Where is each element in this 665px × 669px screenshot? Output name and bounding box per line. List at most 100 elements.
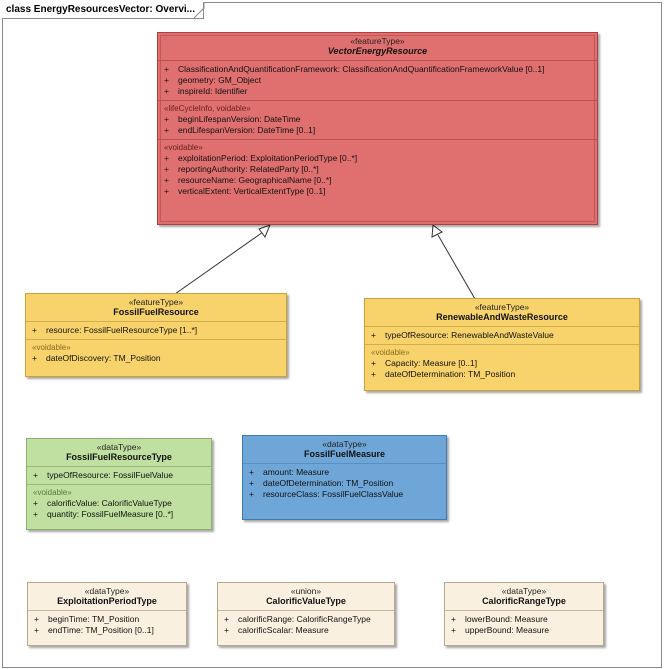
class-name: ExploitationPeriodType	[57, 596, 157, 606]
attribute-section: «voidable»+calorificValue: CalorificValu…	[27, 485, 211, 523]
class-name: FossilFuelMeasure	[303, 449, 386, 459]
class-header: «featureType»VectorEnergyResource	[158, 33, 597, 61]
attribute-row[interactable]: +endLifespanVersion: DateTime [0..1]	[158, 125, 597, 136]
public-visibility-icon: +	[371, 369, 376, 379]
attribute-section: + amount: Measure+dateOfDetermination: TM…	[243, 464, 446, 503]
section-stereotype: «voidable»	[164, 143, 203, 152]
attribute-row[interactable]: + amount: Measure	[243, 467, 446, 478]
class-header: «dataType»FossilFuelMeasure	[243, 436, 446, 464]
class-name: RenewableAndWasteResource	[436, 312, 568, 322]
class-header: «dataType»CalorificRangeType	[445, 583, 603, 611]
attribute-text: calorificScalar: Measure	[238, 625, 329, 635]
attribute-section: «lifeCycleInfo, voidable»+beginLifespanV…	[158, 101, 597, 140]
attribute-text: amount: Measure	[263, 467, 330, 477]
attribute-text: dateOfDetermination: TM_Position	[263, 478, 394, 488]
diagram-title-tab: class EnergyResourcesVector: Overvi...	[2, 2, 204, 19]
attribute-row[interactable]: + dateOfDiscovery: TM_Position	[26, 353, 286, 364]
attribute-row[interactable]: +resourceClass: FossilFuelClassValue	[243, 489, 446, 500]
attribute-section: «voidable»+Capacity: Measure [0..1]+date…	[365, 345, 639, 383]
attribute-row[interactable]: + calorificRange: CalorificRangeType	[218, 614, 394, 625]
attribute-text: dateOfDiscovery: TM_Position	[46, 353, 161, 363]
attribute-section: «voidable»+exploitationPeriod: Exploitat…	[158, 140, 597, 200]
attribute-row[interactable]: + upperBound: Measure	[445, 625, 603, 636]
class-stereotype: «dataType»	[96, 442, 142, 452]
public-visibility-icon: +	[34, 614, 39, 624]
attribute-row[interactable]: +resource: FossilFuelResourceType [1..*]	[26, 325, 286, 336]
class-fossil-fuel-resource[interactable]: «featureType»FossilFuelResource+resource…	[25, 293, 287, 377]
class-fossil-fuel-measure[interactable]: «dataType»FossilFuelMeasure + amount: Meas…	[242, 435, 447, 520]
attribute-section: +ClassificationAndQuantificationFramewor…	[158, 61, 597, 101]
class-fossil-fuel-resource-type[interactable]: «dataType»FossilFuelResourceType +typeOfR…	[26, 438, 212, 530]
section-stereotype: «voidable»	[33, 488, 72, 497]
class-stereotype: «featureType»	[474, 302, 530, 312]
attribute-text: calorificValue: CalorificValueType	[47, 498, 172, 508]
class-name: CalorificValueType	[266, 596, 346, 606]
attribute-row[interactable]: +typeOfResource: FossilFuelValue	[27, 470, 211, 481]
attribute-row[interactable]: +Capacity: Measure [0..1]	[365, 358, 639, 369]
attribute-text: resource: FossilFuelResourceType [1..*]	[46, 325, 198, 335]
attribute-text: upperBound: Measure	[465, 625, 550, 635]
generalization-ffr-to-ver	[174, 224, 271, 295]
public-visibility-icon: +	[164, 86, 169, 96]
attribute-row[interactable]: +beginTime: TM_Position	[28, 614, 186, 625]
public-visibility-icon: +	[164, 153, 169, 163]
attribute-row[interactable]: +verticalExtent: VerticalExtentType [0..…	[158, 186, 597, 197]
class-stereotype: «dataType»	[84, 586, 130, 596]
attribute-section: +lowerBound: Measure+ upperBound: Measure	[445, 611, 603, 639]
attribute-text: inspireId: Identifier	[178, 86, 248, 96]
class-calorific-range-type[interactable]: «dataType»CalorificRangeType+lowerBound:…	[444, 582, 604, 646]
attribute-text: quantity: FossilFuelMeasure [0..*]	[47, 509, 174, 519]
generalization-rwr-to-ver	[431, 224, 476, 300]
public-visibility-icon: +	[164, 64, 169, 74]
class-header: «dataType»FossilFuelResourceType	[27, 439, 211, 467]
attribute-row[interactable]: +dateOfDetermination: TM_Position	[243, 478, 446, 489]
attribute-row[interactable]: + dateOfDetermination: TM_Position	[365, 369, 639, 380]
attribute-row[interactable]: +typeOfResource: RenewableAndWasteValue	[365, 330, 639, 341]
attribute-row[interactable]: +lowerBound: Measure	[445, 614, 603, 625]
public-visibility-icon: +	[224, 614, 229, 624]
attribute-text: endTime: TM_Position [0..1]	[48, 625, 154, 635]
public-visibility-icon: +	[164, 175, 169, 185]
class-header: «dataType»ExploitationPeriodType	[28, 583, 186, 611]
attribute-row[interactable]: +reportingAuthority: RelatedParty [0..*]	[158, 164, 597, 175]
class-calorific-value-type[interactable]: «union»CalorificValueType+calorificRange…	[217, 582, 395, 646]
class-stereotype: «dataType»	[501, 586, 547, 596]
attribute-text: calorificRange: CalorificRangeType	[238, 614, 371, 624]
attribute-text: exploitationPeriod: ExploitationPeriodTy…	[178, 153, 358, 163]
class-exploitation-period-type[interactable]: «dataType»ExploitationPeriodType+beginTi…	[27, 582, 187, 646]
public-visibility-icon: +	[164, 186, 169, 196]
attribute-text: typeOfResource: FossilFuelValue	[47, 470, 173, 480]
public-visibility-icon: +	[164, 114, 169, 124]
attribute-section: +resource: FossilFuelResourceType [1..*]	[26, 322, 286, 340]
public-visibility-icon: +	[371, 330, 376, 340]
attribute-text: reportingAuthority: RelatedParty [0..*]	[178, 164, 319, 174]
attribute-row[interactable]: +calorificScalar: Measure	[218, 625, 394, 636]
attribute-row[interactable]: +beginLifespanVersion: DateTime	[158, 114, 597, 125]
class-name: VectorEnergyResource	[327, 46, 428, 56]
section-stereotype: «lifeCycleInfo, voidable»	[164, 104, 251, 113]
public-visibility-icon: +	[32, 353, 37, 363]
attribute-row[interactable]: + inspireId: Identifier	[158, 86, 597, 97]
public-visibility-icon: +	[451, 625, 456, 635]
public-visibility-icon: +	[371, 358, 376, 368]
class-stereotype: «featureType»	[128, 297, 184, 307]
section-stereotype: «voidable»	[32, 343, 71, 352]
attribute-row[interactable]: +geometry: GM_Object	[158, 75, 597, 86]
attribute-text: endLifespanVersion: DateTime [0..1]	[178, 125, 316, 135]
attribute-text: dateOfDetermination: TM_Position	[385, 369, 516, 379]
attribute-row[interactable]: + exploitationPeriod: ExploitationPeriodT…	[158, 153, 597, 164]
tab-corner	[194, 2, 205, 19]
diagram-title: class EnergyResourcesVector: Overvi...	[6, 4, 195, 15]
class-vector-energy-resource[interactable]: «featureType»VectorEnergyResource +Classi…	[157, 32, 598, 225]
attribute-section: +beginTime: TM_Position+endTime: TM_Posi…	[28, 611, 186, 639]
public-visibility-icon: +	[249, 467, 254, 477]
attribute-row[interactable]: +ClassificationAndQuantificationFramewor…	[158, 64, 597, 75]
attribute-row[interactable]: +calorificValue: CalorificValueType	[27, 498, 211, 509]
attribute-text: geometry: GM_Object	[178, 75, 262, 85]
attribute-row[interactable]: +resourceName: GeographicalName [0..*]	[158, 175, 597, 186]
attribute-row[interactable]: +quantity: FossilFuelMeasure [0..*]	[27, 509, 211, 520]
class-name: CalorificRangeType	[482, 596, 566, 606]
attribute-row[interactable]: +endTime: TM_Position [0..1]	[28, 625, 186, 636]
class-renewable-and-waste-resource[interactable]: «featureType»RenewableAndWasteResource +t…	[364, 298, 640, 391]
attribute-section: «voidable»+ dateOfDiscovery: TM_Position	[26, 340, 286, 367]
